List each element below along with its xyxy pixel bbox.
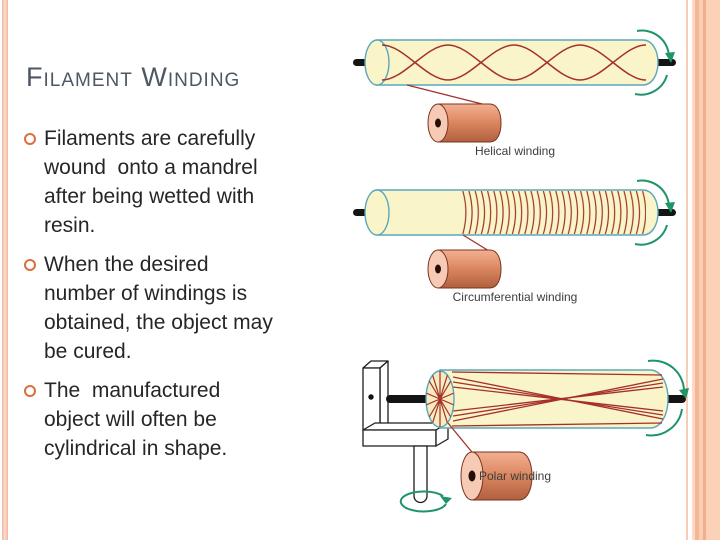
bullet-item: Filaments are carefully wound onto a man… xyxy=(22,124,338,240)
winding-thread xyxy=(406,84,491,107)
bracket-hole xyxy=(368,394,374,400)
circumferential-coil-lines xyxy=(462,191,646,235)
rotation-arrows-icon xyxy=(634,29,675,96)
end-cap-lacing-lines xyxy=(426,371,454,427)
post-rotation-arrow-icon xyxy=(399,490,452,513)
bullet-marker-icon xyxy=(24,385,36,397)
left-accent-stripe xyxy=(2,0,8,540)
mandrel-end-cap xyxy=(364,39,390,86)
slide-title: Filament Winding xyxy=(26,62,241,92)
mandrel-axle-left xyxy=(386,395,432,403)
filament-spool xyxy=(427,249,502,289)
circumferential-winding-caption: Circumferential winding xyxy=(452,290,578,304)
bullet-list: Filaments are carefully wound onto a man… xyxy=(22,124,338,473)
rotating-post xyxy=(413,445,428,504)
bullet-marker-icon xyxy=(24,133,36,145)
winding-thread xyxy=(447,422,477,458)
filament-spool xyxy=(427,103,502,143)
bullet-item: When the desired number of windings is o… xyxy=(22,250,338,366)
right-accent-stripe-band xyxy=(692,0,720,540)
rotation-arrows-icon xyxy=(634,179,675,246)
right-accent-rule xyxy=(686,0,688,540)
helical-winding-figure xyxy=(350,28,690,143)
polar-winding-figure xyxy=(352,335,700,525)
filament-spool xyxy=(460,451,533,501)
bullet-text: When the desired number of windings is o… xyxy=(44,253,273,363)
mandrel-end-cap xyxy=(364,189,390,236)
circumferential-winding-figure xyxy=(350,178,690,290)
helical-filament-lines xyxy=(381,44,647,81)
mandrel-axle-right xyxy=(664,395,686,403)
rotation-arrows-icon xyxy=(645,359,689,437)
bullet-text: The manufactured object will often be cy… xyxy=(44,379,228,460)
polar-filament-lines xyxy=(451,371,664,427)
bullet-item: The manufactured object will often be cy… xyxy=(22,376,338,463)
bullet-text: Filaments are carefully wound onto a man… xyxy=(44,127,258,237)
bullet-marker-icon xyxy=(24,259,36,271)
winding-thread xyxy=(462,234,490,252)
helical-winding-caption: Helical winding xyxy=(474,144,556,158)
polar-winding-caption: Polar winding xyxy=(478,469,552,483)
mandrel-cylinder xyxy=(376,39,659,86)
